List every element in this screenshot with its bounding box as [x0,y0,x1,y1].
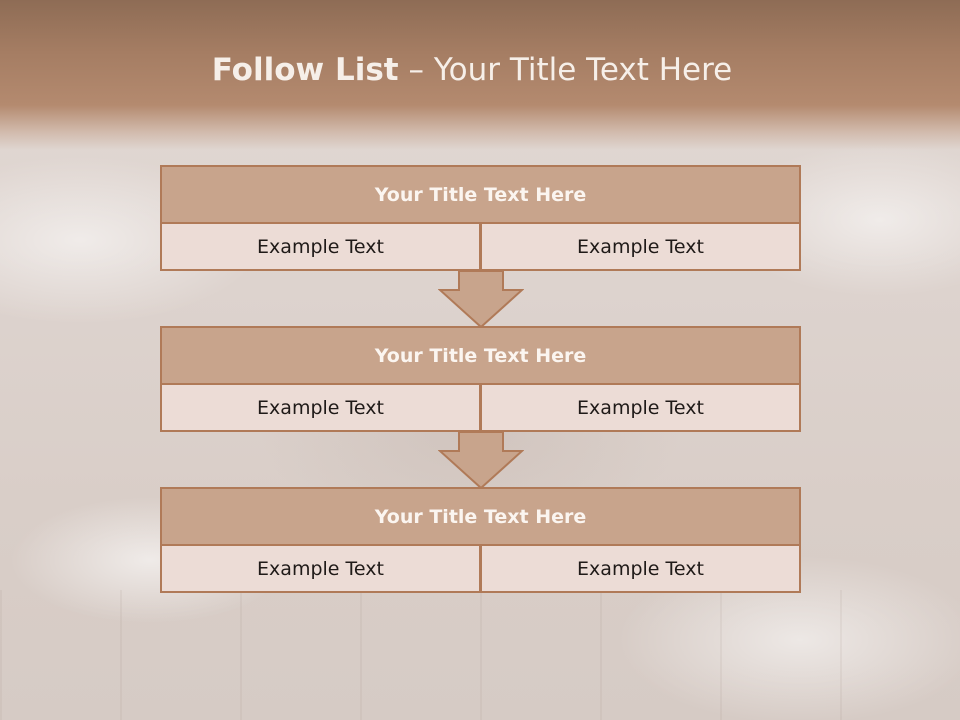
block-cell-right: Example Text [480,383,801,432]
down-arrow-icon [438,270,524,328]
block-cell-right: Example Text [480,222,801,271]
block-title: Your Title Text Here [160,487,801,546]
follow-block-2: Your Title Text Here Example Text Exampl… [160,326,801,432]
block-title: Your Title Text Here [160,165,801,224]
block-cell-left: Example Text [160,544,481,593]
down-arrow-icon [438,431,524,489]
block-cell-right: Example Text [480,544,801,593]
wood-planks-texture [0,590,960,720]
block-cell-left: Example Text [160,222,481,271]
slide-title: Follow List – Your Title Text Here [0,52,944,88]
block-cell-left: Example Text [160,383,481,432]
header-band [0,0,960,150]
block-title: Your Title Text Here [160,326,801,385]
title-rest: – Your Title Text Here [398,52,733,88]
follow-block-1: Your Title Text Here Example Text Exampl… [160,165,801,271]
title-bold: Follow List [211,52,399,88]
follow-block-3: Your Title Text Here Example Text Exampl… [160,487,801,593]
